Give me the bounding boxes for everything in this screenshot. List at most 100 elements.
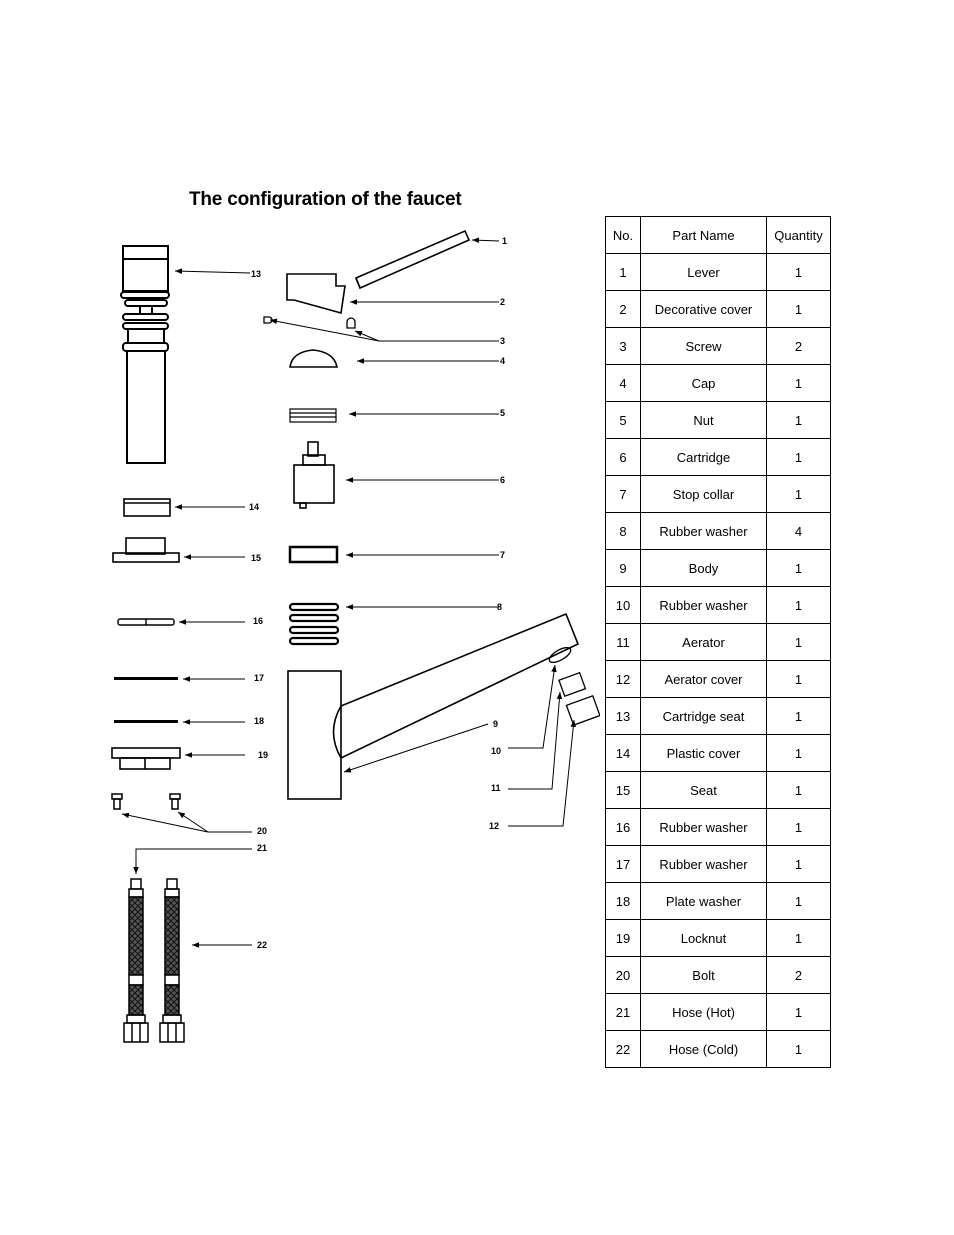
cell-quantity: 1: [766, 808, 831, 846]
leader-lines: [121, 237, 577, 948]
part-rubber-washer-16: [117, 618, 175, 626]
cell-no: 13: [605, 697, 641, 735]
cell-no: 21: [605, 993, 641, 1031]
callout-22: 22: [257, 940, 267, 950]
cell-part-name: Plate washer: [640, 882, 767, 920]
cell-quantity: 1: [766, 549, 831, 587]
cell-no: 11: [605, 623, 641, 661]
callout-17: 17: [254, 673, 264, 683]
cell-quantity: 1: [766, 401, 831, 439]
cell-no: 20: [605, 956, 641, 994]
header-quantity: Quantity: [766, 216, 831, 254]
cell-quantity: 1: [766, 660, 831, 698]
part-bolt: [111, 793, 181, 810]
part-seat: [112, 537, 180, 563]
cell-quantity: 1: [766, 475, 831, 513]
cell-part-name: Hose (Cold): [640, 1030, 767, 1068]
cell-part-name: Aerator: [640, 623, 767, 661]
callout-15: 15: [251, 553, 261, 563]
callout-11: 11: [491, 783, 501, 793]
part-plastic-cover: [123, 498, 171, 517]
cell-part-name: Cartridge: [640, 438, 767, 476]
cell-no: 19: [605, 919, 641, 957]
cell-part-name: Body: [640, 549, 767, 587]
part-rubber-washer-8: [288, 602, 340, 646]
cell-no: 7: [605, 475, 641, 513]
cell-part-name: Seat: [640, 771, 767, 809]
part-cartridge-seat: [120, 245, 170, 464]
callout-8: 8: [497, 602, 502, 612]
part-plate-washer: [114, 720, 178, 723]
part-lever: [354, 229, 471, 290]
callout-19: 19: [258, 750, 268, 760]
cell-part-name: Rubber washer: [640, 845, 767, 883]
part-decorative-cover: [286, 273, 346, 315]
cell-no: 15: [605, 771, 641, 809]
cell-quantity: 1: [766, 586, 831, 624]
cell-quantity: 1: [766, 1030, 831, 1068]
callout-13: 13: [251, 269, 261, 279]
cell-quantity: 1: [766, 993, 831, 1031]
header-part-name: Part Name: [640, 216, 767, 254]
cell-quantity: 1: [766, 438, 831, 476]
callout-3: 3: [500, 336, 505, 346]
callout-1: 1: [502, 236, 507, 246]
cell-quantity: 1: [766, 771, 831, 809]
cell-quantity: 1: [766, 623, 831, 661]
part-body: [287, 612, 580, 800]
part-screw: [263, 316, 356, 329]
cell-part-name: Bolt: [640, 956, 767, 994]
cell-part-name: Hose (Hot): [640, 993, 767, 1031]
page-title: The configuration of the faucet: [189, 189, 462, 210]
cell-part-name: Cartridge seat: [640, 697, 767, 735]
cell-part-name: Stop collar: [640, 475, 767, 513]
cell-no: 2: [605, 290, 641, 328]
cell-no: 9: [605, 549, 641, 587]
cell-no: 4: [605, 364, 641, 402]
part-cartridge: [293, 441, 335, 509]
header-no: No.: [605, 216, 641, 254]
cell-no: 1: [605, 253, 641, 291]
cell-quantity: 1: [766, 919, 831, 957]
callout-9: 9: [493, 719, 498, 729]
cell-part-name: Rubber washer: [640, 808, 767, 846]
part-rubber-washer-17: [114, 677, 178, 680]
part-aerator: [548, 646, 600, 726]
cell-part-name: Cap: [640, 364, 767, 402]
cell-quantity: 2: [766, 327, 831, 365]
callout-14: 14: [249, 502, 259, 512]
cell-quantity: 1: [766, 364, 831, 402]
cell-part-name: Rubber washer: [640, 512, 767, 550]
cell-part-name: Lever: [640, 253, 767, 291]
cell-no: 17: [605, 845, 641, 883]
cell-quantity: 1: [766, 734, 831, 772]
cell-no: 14: [605, 734, 641, 772]
callout-12: 12: [489, 821, 499, 831]
cell-no: 5: [605, 401, 641, 439]
callout-16: 16: [253, 616, 263, 626]
callout-6: 6: [500, 475, 505, 485]
cell-no: 8: [605, 512, 641, 550]
cell-quantity: 1: [766, 290, 831, 328]
cell-quantity: 2: [766, 956, 831, 994]
cell-quantity: 1: [766, 697, 831, 735]
part-nut: [289, 408, 337, 423]
cell-no: 12: [605, 660, 641, 698]
